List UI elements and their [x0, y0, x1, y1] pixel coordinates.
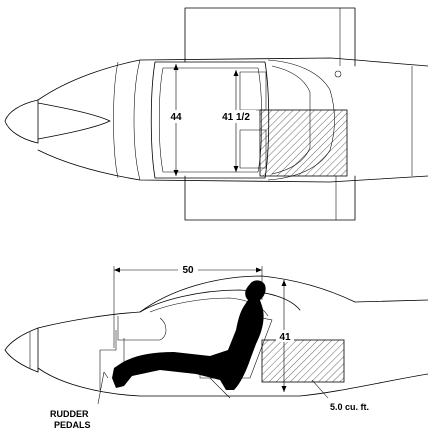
rudder-pedals-label-line2: PEDALS: [54, 420, 91, 430]
dimension-cabin-length: 50: [113, 263, 263, 348]
spinner-side: [4, 327, 39, 373]
dimension-cabin-height: 41: [276, 280, 294, 392]
cabin-length-label: 50: [182, 265, 194, 276]
side-view: 50 41 RUDDER PEDALS 5.0 cu. ft.: [4, 263, 428, 430]
front-width-label: 44: [170, 112, 182, 123]
wing-left: [184, 7, 356, 67]
baggage-volume-callout: 5.0 cu. ft.: [311, 379, 369, 412]
baggage-area-side: [261, 339, 345, 383]
spinner-top: [4, 99, 111, 144]
dimension-rear-width: 41 1/2: [216, 70, 256, 172]
wing-right: [184, 175, 356, 221]
fuselage-outline-side: [37, 275, 428, 397]
canopy-outline-top: [150, 61, 270, 179]
pilot-silhouette: [112, 280, 266, 390]
rear-width-label: 41 1/2: [222, 112, 250, 123]
baggage-area-top: [259, 109, 348, 177]
cabin-height-label: 41: [279, 332, 291, 343]
rudder-pedals-callout: RUDDER PEDALS: [50, 371, 109, 430]
rudder-pedals-label-line1: RUDDER: [50, 409, 89, 419]
baggage-volume-label: 5.0 cu. ft.: [330, 402, 369, 412]
top-view: 44 41 1/2: [4, 7, 428, 221]
dimension-front-width: 44: [167, 64, 185, 176]
